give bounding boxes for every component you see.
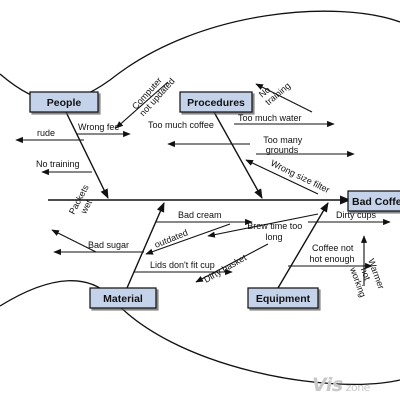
cause-brew-line2: long bbox=[265, 232, 282, 242]
effect-label: Bad Coffee bbox=[352, 196, 400, 208]
watermark-b: zone bbox=[345, 381, 371, 394]
bone-people bbox=[65, 111, 109, 199]
watermark-a: Vis bbox=[312, 374, 343, 396]
cause-label-outdated: outdated bbox=[153, 227, 189, 249]
cause-label-too-many-grounds: Too many grounds bbox=[263, 135, 305, 155]
cause-grounds-line2: grounds bbox=[266, 145, 299, 155]
cause-label-bad-sugar: Bad sugar bbox=[88, 240, 129, 250]
category-equipment: Equipment bbox=[247, 287, 319, 309]
cause-label-coffee-not-hot: Coffee not hot enough bbox=[309, 243, 355, 264]
category-people-label: People bbox=[47, 97, 82, 109]
cause-warmer-line2: not bbox=[359, 266, 373, 282]
cause-hot-line2: hot enough bbox=[309, 254, 354, 264]
fish-outline-bottom bbox=[0, 280, 400, 385]
cause-arrow-wrong-size-filter bbox=[245, 159, 319, 195]
cause-arrow-dirty-basket bbox=[195, 243, 269, 283]
cause-label-too-much-water: Too much water bbox=[238, 113, 302, 123]
cause-hot-line1: Coffee not bbox=[312, 243, 354, 253]
category-people: People bbox=[29, 91, 99, 113]
fish-outline-top bbox=[0, 10, 400, 102]
cause-arrow-brew-time bbox=[207, 213, 319, 238]
cause-label-wrong-size-filter: Wrong size filter bbox=[269, 158, 331, 195]
cause-arrow-no-training-proc bbox=[255, 83, 313, 113]
cause-label-dirty-cups: Dirty cups bbox=[336, 210, 377, 220]
bone-procedures bbox=[213, 111, 263, 199]
cause-label-wrong-fee: Wrong fee bbox=[78, 122, 119, 132]
cause-arrow-packets-wet bbox=[51, 229, 97, 253]
cause-grounds-line1: Too many bbox=[263, 135, 303, 145]
bone-equipment bbox=[277, 202, 329, 289]
cause-label-rude: rude bbox=[37, 128, 55, 138]
effect-box: Bad Coffee bbox=[347, 190, 400, 212]
category-material: Material bbox=[89, 287, 157, 309]
category-equipment-label: Equipment bbox=[256, 293, 311, 305]
cause-label-brew-time: Brew time too long bbox=[247, 221, 305, 242]
category-procedures-label: Procedures bbox=[187, 97, 245, 109]
cause-label-computer-not-updated: Computer not updated bbox=[130, 69, 177, 118]
category-material-label: Material bbox=[103, 293, 143, 305]
cause-arrow-computer bbox=[115, 81, 169, 129]
cause-label-no-training-people: No training bbox=[36, 159, 80, 169]
cause-label-too-much-coffee: Too much coffee bbox=[148, 120, 214, 130]
cause-brew-line1: Brew time too bbox=[247, 221, 302, 231]
cause-label-lids: Lids don't fit cup bbox=[150, 260, 215, 270]
category-procedures: Procedures bbox=[179, 91, 253, 113]
bone-material bbox=[126, 202, 165, 289]
cause-arrow-outdated bbox=[145, 223, 231, 255]
cause-label-no-training-proc: No training bbox=[257, 73, 292, 107]
cause-label-bad-cream: Bad cream bbox=[178, 210, 222, 220]
